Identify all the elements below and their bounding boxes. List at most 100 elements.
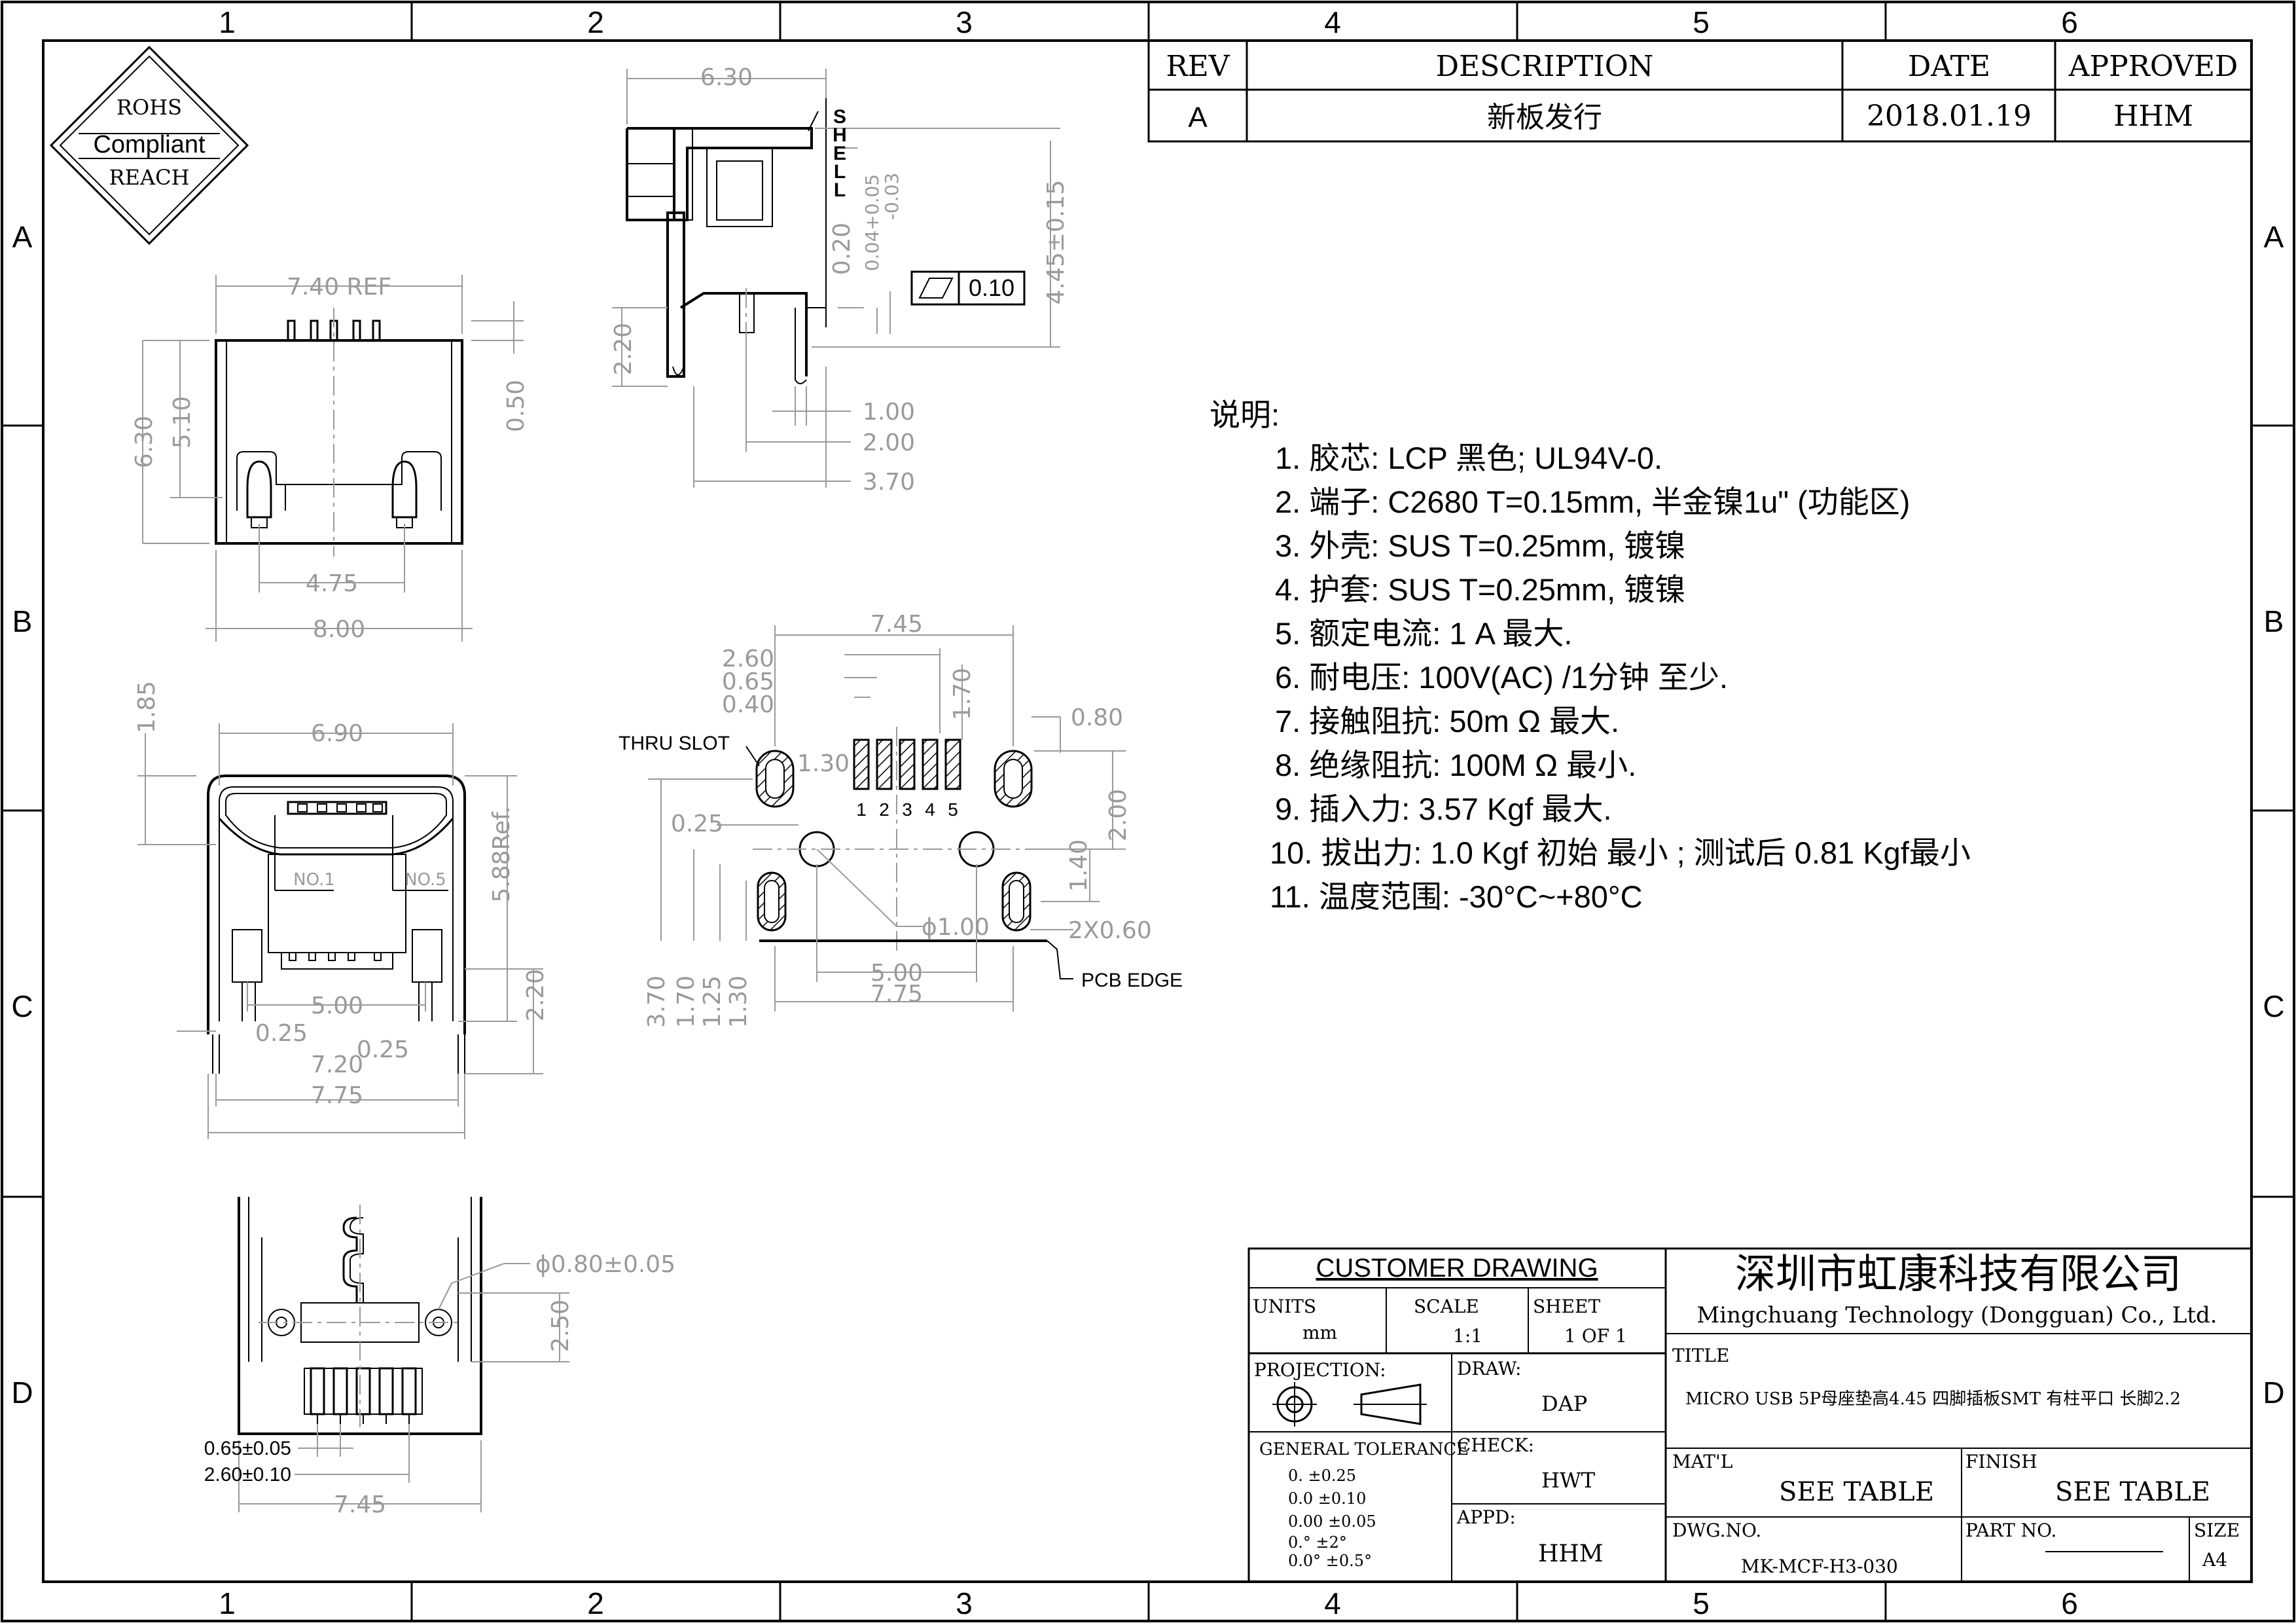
note-11: 11. 温度范围: -30°C~+80°C	[1270, 879, 1643, 914]
bottom-view: ϕ0.80±0.05 2.50 7.45 0.65±0.05 2.60±0.10	[204, 1197, 675, 1518]
dim-v130: 1.30	[725, 976, 752, 1028]
finish-label: FINISH	[1965, 1451, 2037, 1472]
pin-number-5: 5	[948, 799, 958, 820]
col-label-2-top: 2	[587, 5, 604, 39]
logo-middle-text: Compliant	[93, 131, 206, 158]
col-label-5-bottom: 5	[1693, 1586, 1710, 1620]
description-value: 新板发行	[1487, 101, 1602, 134]
dim-2x060: 2X0.60	[1068, 917, 1152, 944]
units-value: mm	[1302, 1322, 1337, 1343]
row-label-d-right: D	[2263, 1376, 2284, 1410]
flatness-value: 0.10	[969, 274, 1014, 301]
dim-tol-lower: -0.03	[881, 173, 903, 220]
row-label-d-left: D	[11, 1376, 33, 1410]
pin-number-3: 3	[902, 799, 912, 820]
dim-500-pcb: 5.00	[870, 960, 923, 987]
shell-letter-h: H	[833, 124, 847, 146]
tolerance-1: 0. ±0.25	[1288, 1467, 1356, 1485]
dim-260-bottom: 2.60±0.10	[204, 1464, 291, 1486]
notes-heading: 说明:	[1210, 397, 1280, 432]
dim-130-slot: 1.30	[797, 750, 850, 777]
title-label: TITLE	[1672, 1345, 1729, 1366]
dim-v125: 1.25	[699, 976, 726, 1028]
shell-letter-e: E	[833, 143, 846, 164]
approved-value: HHM	[2113, 100, 2193, 133]
dim-200-side: 2.00	[863, 429, 915, 456]
dim-v170: 1.70	[673, 976, 700, 1028]
note-5: 5. 额定电流: 1 A 最大.	[1275, 616, 1572, 651]
col-label-2-bottom: 2	[587, 1586, 604, 1620]
shell-letter-s: S	[833, 106, 846, 128]
tolerance-label: GENERAL TOLERANCE	[1259, 1440, 1469, 1459]
part-no-label: PART NO.	[1965, 1520, 2056, 1541]
projection-label: PROJECTION:	[1254, 1359, 1386, 1381]
dim-v370: 3.70	[643, 976, 670, 1028]
col-label-5-top: 5	[1693, 5, 1710, 39]
dim-745-pcb: 7.45	[870, 611, 923, 638]
draw-value: DAP	[1541, 1391, 1587, 1416]
dim-588-ref: 5.88Ref.	[488, 806, 515, 902]
front-view: NO.1 NO.5 1.85 6.90 5.88Ref. 5.00 2.20 0	[134, 681, 549, 1139]
row-label-a-right: A	[2264, 220, 2284, 254]
approved-header: APPROVED	[2068, 50, 2238, 83]
tolerance-4: 0.° ±2°	[1288, 1533, 1347, 1552]
appd-value: HHM	[1538, 1541, 1604, 1567]
shell-letter-l1: L	[834, 161, 846, 183]
description-header: DESCRIPTION	[1436, 50, 1654, 83]
dim-025-pcb: 0.25	[671, 811, 723, 837]
check-value: HWT	[1541, 1468, 1596, 1493]
dim-140: 1.40	[1066, 839, 1092, 892]
dim-775-pcb: 7.75	[870, 981, 923, 1008]
date-header: DATE	[1908, 50, 1990, 83]
sheet-value: 1 OF 1	[1564, 1325, 1627, 1347]
rohs-reach-logo: ROHS Compliant REACH	[49, 45, 249, 246]
dim-100: 1.00	[863, 399, 915, 426]
col-label-4-top: 4	[1324, 5, 1341, 39]
dim-250: 2.50	[547, 1300, 574, 1352]
dim-775-front: 7.75	[311, 1082, 363, 1109]
units-label: UNITS	[1253, 1296, 1316, 1317]
label-no1: NO.1	[293, 870, 335, 890]
dim-hole-100: ϕ1.00	[922, 914, 990, 941]
dim-630: 6.30	[131, 416, 158, 468]
size-value: A4	[2202, 1549, 2227, 1571]
dim-800: 8.00	[313, 616, 365, 643]
tolerance-3: 0.00 ±0.05	[1288, 1512, 1376, 1531]
pcb-layout: 1 2 3 4 5	[619, 611, 1183, 1028]
note-7: 7. 接触阻抗: 50m Ω 最大.	[1275, 704, 1619, 739]
col-label-1-bottom: 1	[219, 1586, 236, 1620]
dwg-no-label: DWG.NO.	[1672, 1520, 1761, 1541]
draw-label: DRAW:	[1457, 1358, 1521, 1379]
matl-label: MAT'L	[1672, 1451, 1732, 1472]
note-6: 6. 耐电压: 100V(AC) /1分钟 至少.	[1275, 660, 1728, 695]
dim-025-left: 0.25	[255, 1020, 308, 1047]
row-label-b-right: B	[2264, 604, 2284, 638]
side-view: 6.30 0.20 0.04+0.05 -0.03 4.45±0.15 2.20…	[610, 64, 1069, 496]
pin-number-2: 2	[879, 799, 889, 820]
logo-top-text: ROHS	[117, 95, 182, 120]
revision-table: REV DESCRIPTION DATE APPROVED A 新板发行 201…	[1147, 39, 2253, 143]
dim-745-bottom: 7.45	[334, 1491, 386, 1518]
note-2: 2. 端子: C2680 T=0.15mm, 半金镍1u" (功能区)	[1275, 484, 1910, 519]
col-label-6-bottom: 6	[2061, 1586, 2078, 1620]
tolerance-5: 0.0° ±0.5°	[1288, 1552, 1372, 1570]
dim-720: 7.20	[311, 1051, 363, 1078]
dim-170-top: 1.70	[949, 668, 976, 720]
dim-020: 0.20	[829, 223, 855, 275]
note-4: 4. 护套: SUS T=0.25mm, 镀镍	[1275, 572, 1685, 607]
dim-630-side: 6.30	[700, 64, 753, 91]
dim-025-right: 0.25	[357, 1036, 409, 1063]
col-label-3-bottom: 3	[956, 1586, 973, 1620]
projection-symbol	[1272, 1382, 1427, 1427]
col-label-6-top: 6	[2061, 5, 2078, 39]
sheet-label: SHEET	[1533, 1296, 1600, 1317]
dim-220-front: 2.20	[522, 969, 549, 1021]
pin-number-1: 1	[856, 799, 867, 820]
dim-tol-upper: 0.04+0.05	[861, 174, 883, 271]
pcb-edge-label: PCB EDGE	[1081, 970, 1183, 991]
col-label-1-top: 1	[219, 5, 236, 39]
notes-block: 说明: 1. 胶芯: LCP 黑色; UL94V-0. 2. 端子: C2680…	[1210, 397, 1971, 914]
date-value: 2018.01.19	[1867, 100, 2032, 133]
dim-740-ref: 7.40 REF	[287, 274, 391, 301]
